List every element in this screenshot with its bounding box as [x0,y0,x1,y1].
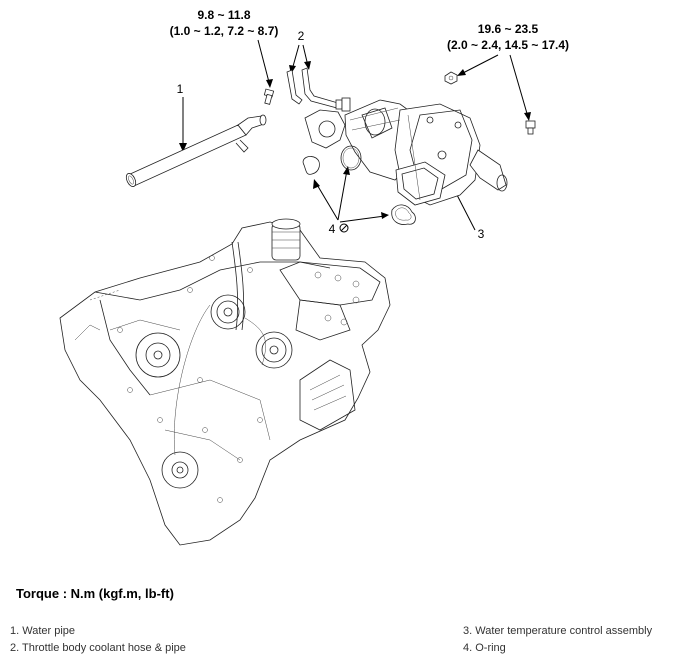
torque-spec-bolt-1-line2: (1.0 ~ 1.2, 7.2 ~ 8.7) [170,24,279,38]
legend-item-coolant-hose-pipe: 2. Throttle body coolant hose & pipe [10,642,186,654]
coolant-hose-pipe-part [286,67,351,112]
bolt-2-upper [444,71,458,85]
leader-lines [179,39,531,233]
engine-block [59,218,391,546]
bolt-1 [263,88,275,105]
torque-spec-bolt-1-line1: 9.8 ~ 11.8 [197,8,250,22]
torque-spec-bolt-2-line1: 19.6 ~ 23.5 [478,22,539,36]
callout-4: 4 [329,222,336,236]
o-ring-parts [302,145,416,225]
callout-1: 1 [177,82,184,96]
legend-item-water-temp-control: 3. Water temperature control assembly [463,625,653,637]
water-temp-control-assembly [304,99,508,206]
torque-units-title: Torque : N.m (kgf.m, lb-ft) [16,586,174,601]
callout-3: 3 [478,227,485,241]
callout-2: 2 [298,29,305,43]
water-pipe-part [125,114,267,187]
torque-spec-bolt-2-line2: (2.0 ~ 2.4, 14.5 ~ 17.4) [447,38,569,52]
legend-item-o-ring: 4. O-ring [463,642,506,654]
exploded-parts-diagram: 9.8 ~ 11.8 (1.0 ~ 1.2, 7.2 ~ 8.7) 19.6 ~… [59,8,569,546]
bolt-2-lower [525,120,536,135]
legend-item-water-pipe: 1. Water pipe [10,625,76,637]
